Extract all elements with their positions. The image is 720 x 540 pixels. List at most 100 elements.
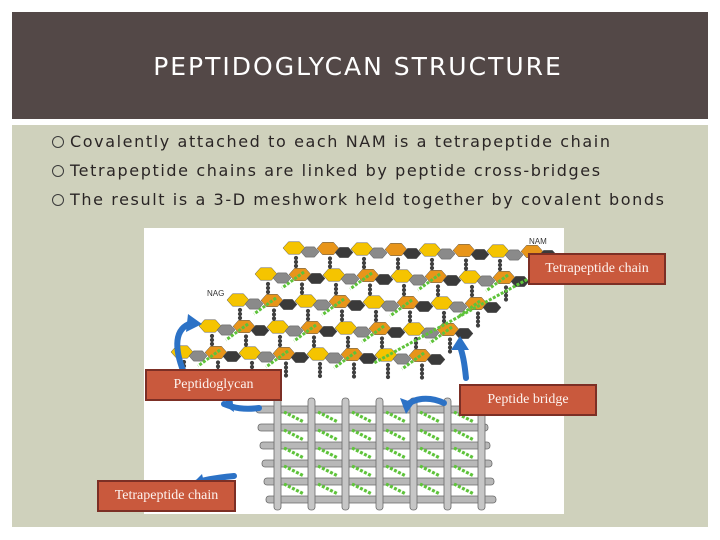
lattice-peptide-link	[351, 428, 373, 442]
peptide-bead	[237, 315, 243, 321]
peptide-bead	[243, 338, 249, 343]
lattice-peptide-link	[317, 410, 339, 424]
nag-sugar-unit	[318, 326, 338, 337]
bullet-circle-icon	[52, 136, 64, 148]
arrow-head	[400, 398, 414, 414]
peptide-cross-bridge	[225, 322, 249, 342]
peptide-bead	[215, 360, 221, 365]
peptide-bead	[209, 333, 215, 339]
peptide-bead	[503, 285, 509, 290]
bullet-text: Covalently attached to each NAM is a tet…	[70, 132, 612, 151]
lattice-peptide-link	[385, 446, 407, 460]
glycan-strand-rod-vertical	[375, 397, 384, 511]
peptide-bead	[351, 370, 357, 375]
peptide-bead	[385, 370, 391, 376]
peptide-bead	[407, 310, 413, 315]
peptide-bridge-callout: Peptide bridge	[459, 384, 597, 416]
nag-sugar-unit	[454, 328, 474, 339]
bullet-text: The result is a 3-D meshwork held togeth…	[70, 190, 666, 209]
glycan-strand-rod-vertical	[443, 397, 452, 511]
arrow-head	[186, 314, 202, 332]
peptide-bead	[265, 285, 271, 291]
nam-sugar-unit	[282, 241, 306, 255]
nag-sugar-unit	[290, 352, 310, 363]
nag-label: NAG	[207, 289, 225, 298]
peptide-bead	[497, 266, 503, 272]
nag-sugar-unit	[250, 325, 270, 336]
lattice-peptide-link	[419, 446, 441, 460]
peptide-bead	[441, 314, 447, 320]
peptide-bead	[435, 292, 441, 297]
peptide-bead	[209, 337, 215, 343]
peptide-bead	[317, 373, 323, 379]
peptide-bead	[361, 256, 367, 262]
peptide-bead	[351, 366, 357, 371]
peptide-bead	[503, 293, 509, 298]
peptide-bead	[475, 311, 481, 316]
peptide-bead	[305, 316, 311, 322]
lattice-peptide-link	[317, 446, 339, 460]
peptide-bead	[429, 261, 435, 267]
peptide-bead	[305, 312, 311, 318]
peptide-cross-bridge	[281, 270, 305, 290]
peptide-cross-bridge	[333, 350, 357, 370]
lattice-peptide-link	[283, 446, 305, 460]
peptide-bead	[283, 369, 289, 374]
title-bar	[12, 12, 708, 119]
peptide-bead	[283, 365, 289, 370]
nam-sugar-unit	[458, 270, 482, 284]
nag-sugar-unit	[402, 248, 422, 259]
peptide-bead	[385, 362, 391, 368]
nag-sugar-unit	[300, 246, 320, 258]
peptide-bead	[373, 317, 379, 323]
nam-sugar-unit	[452, 244, 476, 257]
nam-sugar-unit	[322, 268, 346, 282]
peptide-bead	[401, 283, 407, 289]
peptide-bead	[339, 309, 345, 314]
lattice-peptide-link	[419, 464, 441, 478]
peptide-cross-bridge	[349, 271, 373, 291]
peptide-cross-bridge	[389, 298, 413, 318]
peptide-bead	[447, 341, 453, 346]
glycan-strand-rod	[257, 423, 489, 432]
glycan-strand-rod-vertical	[273, 397, 282, 511]
lattice-peptide-link	[385, 410, 407, 424]
peptide-bead	[463, 266, 469, 271]
peptide-bead	[401, 291, 407, 297]
tetrapeptide-chain-callout-top: Tetrapeptide chain	[528, 253, 666, 285]
nam-sugar-unit	[486, 244, 510, 258]
peptide-bead	[293, 263, 299, 269]
peptide-bead	[271, 312, 277, 317]
lattice-peptide-link	[385, 482, 407, 496]
peptide-bead	[209, 341, 215, 347]
peptide-cross-bridge	[417, 272, 441, 292]
peptide-bead	[395, 265, 401, 270]
tetrapeptide-chain-callout-bottom: Tetrapeptide chain	[97, 480, 236, 512]
peptide-cross-bridge	[293, 323, 317, 343]
peptide-bead	[379, 344, 385, 349]
peptide-bead	[469, 284, 475, 290]
peptide-bead	[435, 284, 441, 289]
nag-sugar-unit	[470, 249, 490, 260]
peptide-bead	[497, 262, 503, 268]
peptide-bead	[435, 288, 441, 293]
bullet-circle-icon	[52, 165, 64, 177]
glycan-strand-rod	[259, 441, 491, 450]
peptide-bead	[367, 287, 373, 292]
peptide-bead	[317, 361, 323, 367]
nag-sugar-unit	[368, 247, 388, 259]
peptide-bead	[265, 281, 271, 287]
peptide-bead	[429, 265, 435, 271]
peptide-bead	[413, 344, 419, 350]
peptide-bead	[373, 309, 379, 315]
lattice-peptide-link	[385, 464, 407, 478]
nam-sugar-unit	[402, 322, 426, 336]
peptide-bead	[395, 257, 401, 262]
nag-sugar-unit	[436, 248, 456, 260]
nam-sugar-unit	[334, 321, 358, 335]
peptide-bead	[327, 256, 333, 261]
lattice-peptide-link	[419, 482, 441, 496]
peptide-bead	[283, 373, 289, 378]
peptide-bead	[271, 316, 277, 321]
nag-sugar-unit	[222, 351, 242, 362]
